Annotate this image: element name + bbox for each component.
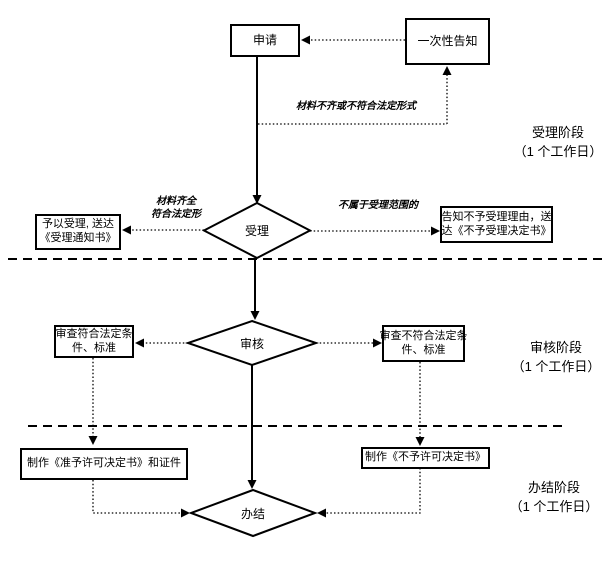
stage-label-accept: 受理阶段 （1 个工作日） <box>512 124 604 162</box>
node-review-fail: 审查不符合法定条 件、标准 <box>379 325 468 362</box>
node-make-license-label: 制作《准予许可决定书》和证件 <box>27 457 181 470</box>
node-one-time-notice: 一次性告知 <box>405 18 490 65</box>
arrowhead-left-icon <box>122 225 131 235</box>
arrowhead-down-icon <box>252 195 262 204</box>
node-make-denial: 制作《不予许可决定书》 <box>361 447 490 469</box>
arrowhead-right-icon <box>431 226 440 236</box>
arrowhead-left-icon <box>135 338 144 348</box>
node-grant-acceptance: 予以受理, 送达 《受理通知书》 <box>35 214 121 250</box>
stage-label-final-line2: （1 个工作日） <box>509 498 599 514</box>
edge-label-complete-line2: 符合法定形 <box>151 209 201 220</box>
arrow-denial-to-final <box>323 468 421 514</box>
node-one-time-notice-label: 一次性告知 <box>417 34 478 48</box>
edge-label-incomplete: 材料不齐或不符合法定形式 <box>296 101 416 112</box>
node-review-fail-line2: 件、标准 <box>401 343 446 356</box>
node-review-pass-line2: 件、标准 <box>72 341 116 354</box>
arrowhead-down-icon <box>415 437 425 446</box>
arrowhead-down-icon <box>250 311 260 320</box>
stage-label-final-line1: 办结阶段 <box>527 480 580 495</box>
decision-review-diamond <box>184 319 320 367</box>
decision-final-diamond <box>188 488 318 538</box>
arrowhead-up-icon <box>442 66 452 75</box>
arrowhead-down-icon <box>88 436 98 445</box>
decision-accept-diamond <box>201 201 313 260</box>
arrowhead-left-icon <box>301 35 310 45</box>
node-apply: 申请 <box>230 24 300 57</box>
arrowhead-down-icon <box>247 480 257 489</box>
node-reject-acceptance-line2: 达《不予受理决定书》 <box>441 224 552 237</box>
stage-label-review: 审核阶段 （1 个工作日） <box>510 339 602 377</box>
node-reject-acceptance-line1: 告知不予受理理由，送 <box>441 210 552 223</box>
node-make-license: 制作《准予许可决定书》和证件 <box>20 448 188 480</box>
edge-label-complete-line1: 材料齐全 <box>156 196 196 207</box>
node-review-pass-line1: 审查符合法定条 <box>55 327 133 340</box>
node-reject-acceptance: 告知不予受理理由，送 达《不予受理决定书》 <box>440 206 553 243</box>
stage-label-review-line1: 审核阶段 <box>529 340 582 355</box>
edge-label-out-of-scope: 不属于受理范围的 <box>338 200 418 211</box>
node-make-denial-label: 制作《不予许可决定书》 <box>365 451 486 464</box>
stage-label-accept-line1: 受理阶段 <box>531 125 584 140</box>
arrowhead-right-icon <box>181 508 190 518</box>
arrowhead-left-icon <box>317 508 326 518</box>
decision-review-label: 审核 <box>239 337 264 351</box>
node-grant-acceptance-line2: 《受理通知书》 <box>39 232 117 244</box>
node-review-pass: 审查符合法定条 件、标准 <box>54 325 134 358</box>
decision-accept-label: 受理 <box>244 224 269 238</box>
node-apply-label: 申请 <box>252 33 277 47</box>
arrowhead-right-icon <box>373 338 382 348</box>
node-grant-acceptance-line1: 予以受理, 送达 <box>41 218 115 231</box>
edge-label-complete: 材料齐全 符合法定形 <box>142 195 210 221</box>
stage-label-review-line2: （1 个工作日） <box>511 358 601 374</box>
stage-label-final: 办结阶段 （1 个工作日） <box>508 479 600 517</box>
decision-final-label: 办结 <box>240 507 265 521</box>
arrow-license-to-final <box>92 480 184 514</box>
node-review-fail-line1: 审查不符合法定条 <box>379 329 468 342</box>
stage-label-accept-line2: （1 个工作日） <box>513 143 603 159</box>
